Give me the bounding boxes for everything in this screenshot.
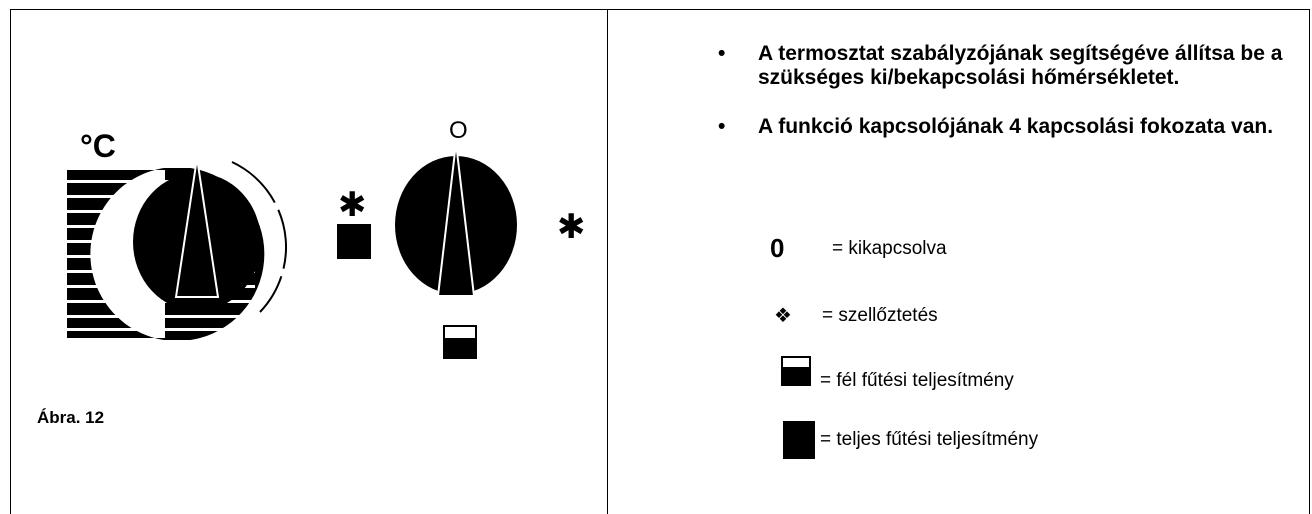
panel-divider	[607, 9, 608, 514]
ventilation-icon: ❖	[774, 303, 792, 327]
instruction-item: • A termosztat szabályzójának segítségév…	[718, 42, 1298, 90]
instruction-text: A funkció kapcsolójának 4 kapcsolási fok…	[758, 115, 1274, 138]
legend-text: = teljes fűtési teljesítmény	[820, 429, 1039, 450]
figure-caption: Ábra. 12	[37, 408, 105, 427]
celsius-label: °C	[80, 128, 116, 164]
full-heat-square-icon	[783, 421, 815, 459]
full-heat-square-icon	[337, 224, 371, 259]
legend-text: = szellőztetés	[822, 305, 938, 326]
ventilation-star-right-icon: ✱	[557, 207, 586, 247]
legend-text: = fél fűtési teljesítmény	[820, 370, 1014, 391]
off-position-label: O	[449, 117, 468, 144]
temperature-range-arc	[231, 161, 288, 313]
half-heat-square-icon	[781, 356, 811, 386]
bullet-icon: •	[718, 115, 726, 138]
half-heat-square-icon	[443, 325, 477, 359]
instruction-text: A termosztat szabályzójának segítségéve …	[758, 42, 1283, 89]
ventilation-star-icon: ✱	[338, 185, 367, 225]
bullet-icon: •	[718, 42, 726, 65]
instruction-item: • A funkció kapcsolójának 4 kapcsolási f…	[718, 115, 1298, 139]
thermostat-knob[interactable]	[133, 157, 261, 311]
control-panel-diagram: °C ✱ O ✱	[55, 117, 586, 359]
legend-text: = kikapcsolva	[832, 238, 947, 259]
function-switch-knob[interactable]	[395, 142, 517, 297]
figure-frame	[10, 9, 1310, 514]
off-symbol: 0	[770, 233, 785, 263]
instructions-list: • A termosztat szabályzójának segítségév…	[718, 42, 1298, 139]
